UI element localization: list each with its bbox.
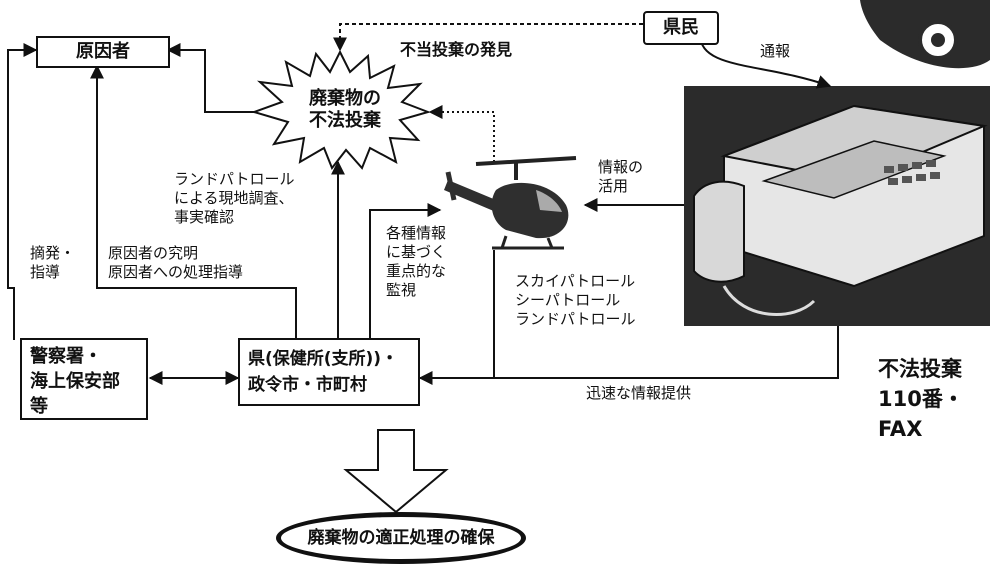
focused-monitoring-label: 各種情報 に基づく 重点的な 監視 — [386, 224, 447, 299]
land-survey-label: ランドパトロール による現地調査、 事実確認 — [174, 170, 295, 226]
discovery-label: 不当投棄の発見 — [400, 40, 513, 59]
cause-investigation-label: 原因者の究明 原因者への処理指導 — [108, 244, 244, 281]
info-use-label: 情報の 活用 — [598, 158, 644, 195]
patrol-types-label: スカイパトロール シーパトロール ランドパトロール — [515, 272, 636, 328]
helicopter-icon — [444, 156, 577, 250]
fax-machine-icon — [684, 86, 990, 326]
fax-caption: 不法投棄 110番・ FAX — [878, 357, 964, 441]
proper-disposal-ellipse: 廃棄物の適正処理の確保 — [276, 512, 526, 564]
car-icon — [860, 0, 990, 69]
police-box: 警察署・ 海上保安部 等 — [20, 338, 148, 420]
prefecture-box: 県(保健所(支所))・ 政令市・市町村 — [238, 338, 420, 406]
illegal-dumping-burst — [250, 50, 430, 170]
fax-machine-photo — [684, 86, 990, 326]
report-label: 通報 — [760, 42, 791, 60]
kenmin-box: 県民 — [643, 11, 719, 45]
enforcement-label: 摘発・ 指導 — [30, 244, 76, 281]
illegal-dumping-node: 廃棄物の 不法投棄 — [309, 88, 381, 131]
rapid-info-label: 迅速な情報提供 — [586, 384, 692, 402]
genin-box: 原因者 — [36, 36, 170, 68]
